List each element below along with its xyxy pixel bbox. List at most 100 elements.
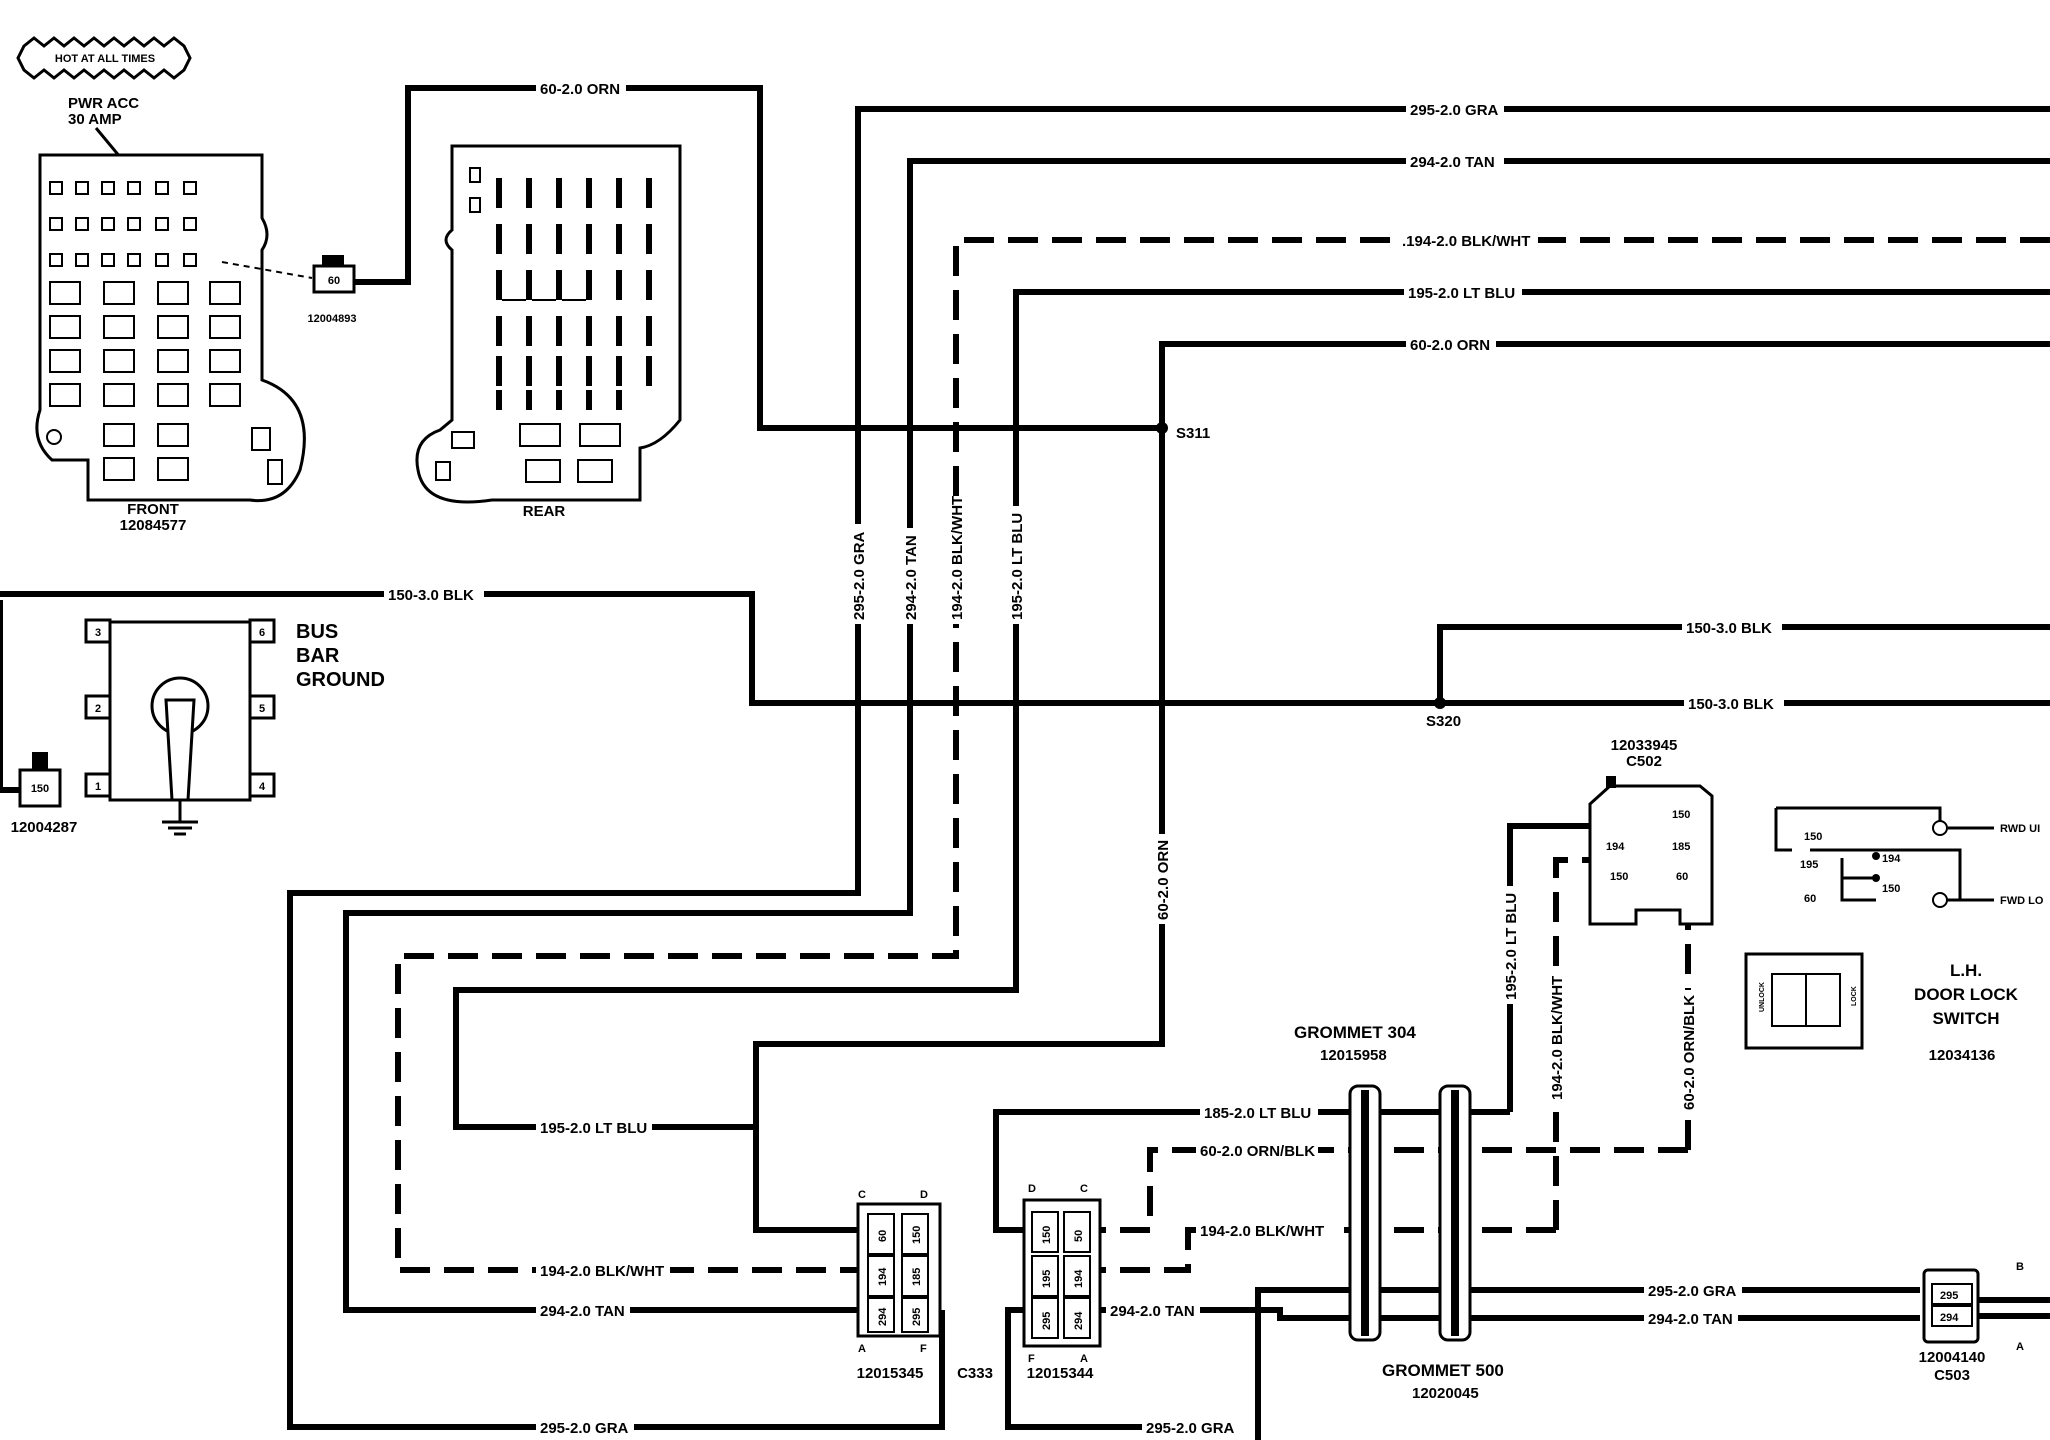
c333-pin-3: 194 [877, 1267, 889, 1286]
grommet-304-label: GROMMET 304 [1294, 1023, 1416, 1042]
lock-label: LOCK [1851, 986, 1858, 1006]
label-150-blk-lower: 150-3.0 BLK [1688, 696, 1774, 713]
grommet-500 [1438, 1084, 1472, 1342]
switch-pin-194: 194 [1882, 853, 1901, 865]
c502-pin-1: 150 [1672, 809, 1690, 821]
c503-part: 12004140 [1919, 1349, 1986, 1366]
front-fuse-block: FRONT 12084577 [35, 153, 306, 534]
door-switch-schematic: 150 195 60 194 150 RWD UI FWD LO [1774, 806, 2044, 908]
rear-fuse-slots [435, 167, 652, 483]
c503-corner-b: B [2016, 1261, 2024, 1273]
wire-paths [0, 85, 2050, 1440]
grommet-304-part: 12015958 [1320, 1047, 1387, 1064]
c333-pin-4: 185 [911, 1268, 923, 1286]
bus-bar-ground: 3 2 1 6 5 4 [84, 618, 276, 836]
label-294-tan-bottom: 294-2.0 TAN [540, 1303, 625, 1320]
bus-pin-1: 1 [95, 781, 101, 793]
label-294-tan-top: 294-2.0 TAN [1410, 154, 1495, 171]
c334-pin-4: 194 [1073, 1269, 1085, 1288]
rwd-label: RWD UI [2000, 823, 2040, 835]
switch-title-1: L.H. [1950, 961, 1982, 980]
switch-pin-60: 60 [1804, 893, 1816, 905]
c503-pin-2: 294 [1940, 1312, 1959, 1324]
label-60-ornblk: 60-2.0 ORN/BLK [1200, 1143, 1315, 1160]
grommet-500-part: 12020045 [1412, 1385, 1479, 1402]
label-185-ltblu: 185-2.0 LT BLU [1204, 1105, 1311, 1122]
hot-banner-text: HOT AT ALL TIMES [55, 53, 155, 65]
label-194-blkwht-vertical: 194-2.0 BLK/WHT [949, 496, 966, 620]
label-194-blkwht-c334: 194-2.0 BLK/WHT [1200, 1223, 1324, 1240]
label-60-orn-top: 60-2.0 ORN [540, 81, 620, 98]
label-195-ltblu-bottom: 195-2.0 LT BLU [540, 1120, 647, 1137]
c334-pin-6: 294 [1073, 1311, 1085, 1330]
label-194-blkwht-c502: 194-2.0 BLK/WHT [1549, 976, 1566, 1100]
c334-part: 12015344 [1027, 1365, 1094, 1382]
c502-pin-5: 60 [1676, 871, 1688, 883]
label-60-orn-vertical: 60-2.0 ORN [1155, 840, 1172, 920]
label-150-blk-upper: 150-3.0 BLK [1686, 620, 1772, 637]
c503-label: C503 [1934, 1367, 1970, 1384]
terminal-part: 12004893 [308, 313, 357, 325]
c502-pin-2: 194 [1606, 841, 1625, 853]
switch-title-3: SWITCH [1932, 1009, 1999, 1028]
c334-corner-c: C [1080, 1183, 1088, 1195]
pwr-acc-amp: 30 AMP [68, 111, 122, 128]
fuse-grid [46, 181, 283, 485]
switch-part: 12034136 [1929, 1047, 1996, 1064]
c502-label: C502 [1626, 753, 1662, 770]
terminal-60: 60 [312, 255, 356, 294]
switch-pin-150b: 150 [1882, 883, 1900, 895]
c333-pin-2: 150 [911, 1226, 923, 1244]
c333-label: C333 [957, 1365, 993, 1382]
switch-title-2: DOOR LOCK [1914, 985, 2019, 1004]
wire-labels: 60-2.0 ORN 295-2.0 GRA 294-2.0 TAN .194-… [384, 78, 1784, 1437]
connector-c334: 150 50 195 194 295 294 D C F A [1022, 1183, 1102, 1365]
fwd-label: FWD LO [2000, 895, 2044, 907]
grommet-304 [1348, 1084, 1382, 1342]
c333-corner-d: D [920, 1189, 928, 1201]
c334-pin-5: 295 [1041, 1312, 1053, 1330]
eyelet-pin: 150 [31, 783, 49, 795]
bus-pin-2: 2 [95, 703, 101, 715]
rear-block-label: REAR [523, 503, 566, 520]
c333-corner-f: F [920, 1343, 927, 1355]
c334-pin-1: 150 [1041, 1226, 1053, 1244]
bus-pin-6: 6 [259, 627, 265, 639]
bus-bar-line3: GROUND [296, 669, 385, 691]
c334-corner-f: F [1028, 1353, 1035, 1365]
splice-s320-dot [1434, 697, 1446, 709]
label-294-tan-c503: 294-2.0 TAN [1648, 1311, 1733, 1328]
terminal-leader [221, 261, 313, 279]
bus-pin-3: 3 [95, 627, 101, 639]
c503-pin-1: 295 [1940, 1290, 1958, 1302]
front-block-part: 12084577 [120, 517, 187, 534]
c333-part: 12015345 [857, 1365, 924, 1382]
label-60-orn-right: 60-2.0 ORN [1410, 337, 1490, 354]
bus-pin-4: 4 [259, 781, 266, 793]
c333-corner-a: A [858, 1343, 866, 1355]
c502-pin-4: 150 [1610, 871, 1628, 883]
bus-pin-5: 5 [259, 703, 265, 715]
pwr-acc-label: PWR ACC [68, 95, 139, 112]
front-block-label: FRONT [127, 501, 179, 518]
c334-pin-2: 50 [1073, 1230, 1085, 1242]
switch-pin-195: 195 [1800, 859, 1818, 871]
c334-corner-d: D [1028, 1183, 1036, 1195]
label-150-blk-left: 150-3.0 BLK [388, 587, 474, 604]
label-294-tan-c334: 294-2.0 TAN [1110, 1303, 1195, 1320]
splice-s311-dot [1156, 422, 1168, 434]
hot-at-all-times-banner: HOT AT ALL TIMES [16, 36, 192, 80]
label-295-gra-c503: 295-2.0 GRA [1648, 1283, 1737, 1300]
c333-pin-5: 294 [877, 1307, 889, 1326]
eyelet-part: 12004287 [11, 819, 78, 836]
label-295-gra-c334: 295-2.0 GRA [1146, 1420, 1235, 1437]
bus-bar-line2: BAR [296, 645, 340, 667]
terminal-pin: 60 [328, 275, 340, 287]
c502-pin-3: 185 [1672, 841, 1690, 853]
c333-pin-6: 295 [911, 1308, 923, 1326]
grommet-500-label: GROMMET 500 [1382, 1361, 1504, 1380]
c334-pin-3: 195 [1041, 1270, 1053, 1288]
connector-c503: 295 294 B A [1922, 1261, 2024, 1353]
c334-corner-a: A [1080, 1353, 1088, 1365]
